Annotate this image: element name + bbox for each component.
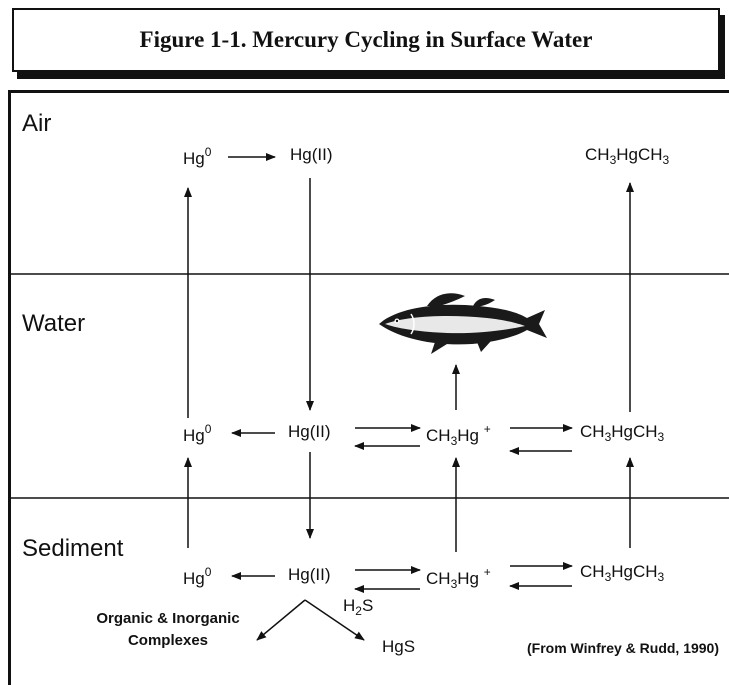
sediment-hg0-label: Hg0 — [183, 565, 212, 588]
sediment-methylmercury-label: CH3Hg + — [426, 565, 491, 591]
air-hg0-label: Hg0 — [183, 145, 212, 168]
figure-title: Figure 1-1. Mercury Cycling in Surface W… — [139, 27, 593, 52]
zone-label-air: Air — [22, 110, 52, 137]
water-dimethylmercury-label: CH3HgCH3 — [580, 422, 665, 444]
air-dimethylmercury-label: CH3HgCH3 — [585, 145, 670, 167]
water-methylmercury-label: CH3Hg + — [426, 422, 491, 448]
hydrogen-sulfide-label: H2S — [343, 596, 374, 618]
zone-label-water: Water — [22, 310, 86, 337]
water-hg0-label: Hg0 — [183, 422, 212, 445]
hgs-label: HgS — [382, 637, 416, 656]
complexes-line-1: Organic & Inorganic — [96, 610, 240, 627]
air-hg2-label: Hg(II) — [290, 145, 333, 164]
arrow-sed-hg2-to-hgs — [304, 599, 365, 641]
water-hg2-label: Hg(II) — [288, 422, 331, 441]
complexes-label: Organic & Inorganic Complexes — [68, 608, 268, 652]
arrow-sed-hg2-to-complexes — [256, 599, 306, 641]
zone-label-sediment: Sediment — [22, 535, 124, 562]
sediment-dimethylmercury-label: CH3HgCH3 — [580, 562, 665, 584]
figure-title-box: Figure 1-1. Mercury Cycling in Surface W… — [12, 8, 720, 72]
diagram-frame — [8, 90, 729, 685]
source-note: (From Winfrey & Rudd, 1990) — [527, 640, 720, 656]
complexes-line-2: Complexes — [127, 632, 209, 649]
fish-icon — [379, 293, 547, 354]
sediment-hg2-label: Hg(II) — [288, 565, 331, 584]
